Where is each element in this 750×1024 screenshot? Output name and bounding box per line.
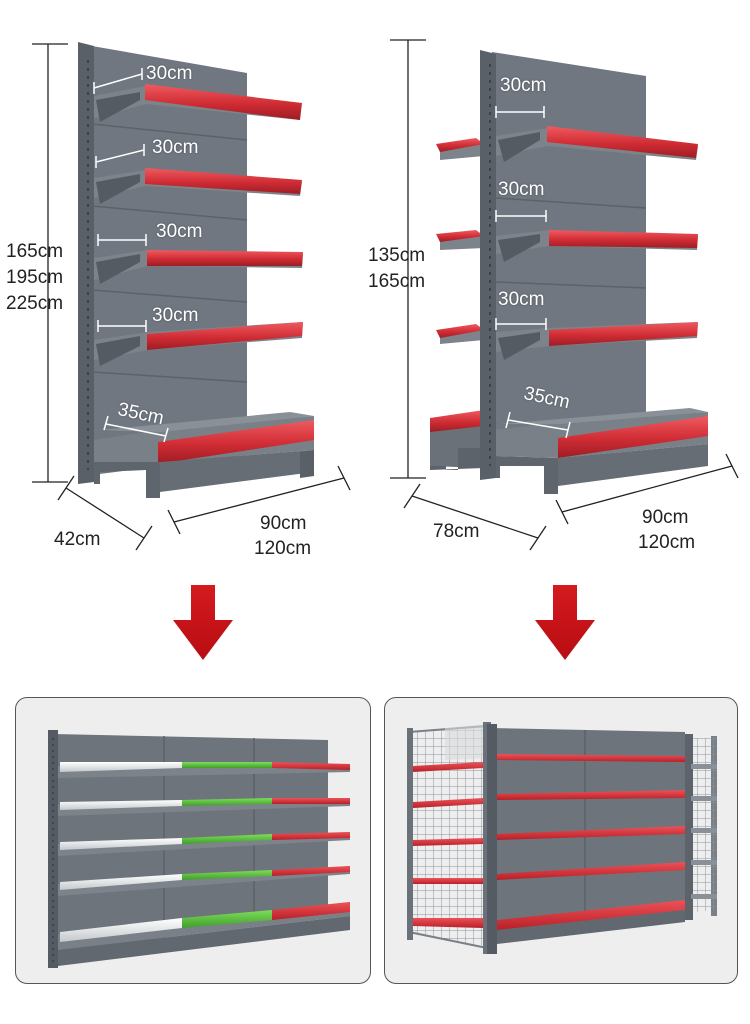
left-shelf-1 bbox=[94, 84, 302, 122]
island-shelf-rows bbox=[497, 754, 685, 930]
left-shelf-depth-1: 30cm bbox=[146, 63, 193, 84]
wire-mesh-end bbox=[407, 722, 491, 954]
left-height-label-1: 165cm bbox=[6, 241, 64, 262]
island-shelf-illustration bbox=[407, 722, 717, 954]
right-base bbox=[496, 408, 708, 494]
left-shelf-depth-2: 30cm bbox=[152, 137, 199, 158]
wall-shelf-row-5 bbox=[58, 902, 350, 966]
wall-shelf-illustration bbox=[48, 730, 350, 968]
wall-shelf-row-3 bbox=[58, 832, 350, 856]
wall-shelf-photo bbox=[15, 697, 371, 984]
right-width-label-2: 120cm bbox=[638, 532, 696, 553]
left-base bbox=[94, 412, 314, 498]
right-shelf-2 bbox=[496, 230, 698, 262]
left-shelf-4 bbox=[94, 322, 303, 366]
left-height-label-2: 195cm bbox=[6, 267, 64, 288]
wall-shelf-row-1 bbox=[58, 762, 350, 778]
left-width-label-1: 90cm bbox=[260, 513, 307, 534]
right-shelf-depth-2: 30cm bbox=[498, 179, 545, 200]
left-shelf-depth-3: 30cm bbox=[156, 221, 203, 242]
right-shelf-1 bbox=[496, 126, 698, 162]
right-height-label-2: 165cm bbox=[368, 271, 426, 292]
right-height-label-1: 135cm bbox=[368, 245, 426, 266]
right-upright bbox=[480, 50, 496, 480]
island-end-unit bbox=[685, 734, 717, 920]
left-shelf-3 bbox=[94, 250, 303, 284]
right-shelf-depth-3: 30cm bbox=[498, 289, 545, 310]
left-height-label-3: 225cm bbox=[6, 293, 64, 314]
island-shelf-photo bbox=[384, 697, 738, 984]
left-shelf-2 bbox=[94, 168, 302, 204]
down-arrow-icon bbox=[173, 585, 233, 660]
left-shelf-depth-4: 30cm bbox=[152, 305, 199, 326]
left-width-label-2: 120cm bbox=[254, 538, 312, 559]
right-shelf-depth-1: 30cm bbox=[500, 75, 547, 96]
down-arrow-icon bbox=[535, 585, 595, 660]
left-upright bbox=[78, 42, 94, 484]
wall-shelf-row-4 bbox=[58, 866, 350, 896]
right-width-label-1: 90cm bbox=[642, 507, 689, 528]
right-side-depth-label: 78cm bbox=[433, 521, 480, 542]
right-shelf-diagram bbox=[390, 39, 739, 551]
wall-shelf-row-2 bbox=[58, 798, 350, 816]
left-side-depth-label: 42cm bbox=[54, 529, 101, 550]
